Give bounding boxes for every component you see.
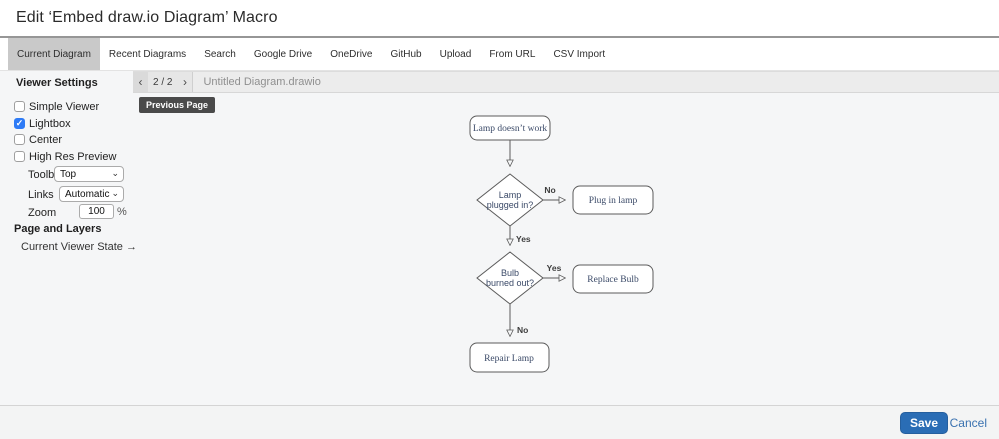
node-decision1 [476,173,544,227]
checkbox-label-high-res-preview: High Res Preview [29,151,117,163]
viewer-settings-heading: Viewer Settings [16,77,98,89]
node-plug-in-lamp-label: Plug in lamp [589,196,638,206]
node-decision2-label-line2: burned out? [486,278,534,288]
zoom-label: Zoom [28,207,57,219]
previous-page-button[interactable]: ‹ [133,72,148,92]
checkmark-icon: ✓ [15,118,24,128]
tab-recent-diagrams[interactable]: Recent Diagrams [108,48,187,60]
chevron-down-icon: ⌄ [111,167,119,178]
save-button[interactable]: Save [899,412,948,434]
links-select-value: Automatic [65,188,110,200]
node-decision1-label-line1: Lamp [499,190,522,200]
diagram-filename: Untitled Diagram.drawio [203,76,321,88]
header-divider [0,36,999,38]
checkbox-center[interactable] [14,134,25,145]
links-select[interactable]: Automatic ⌄ [59,186,124,202]
links-label: Links [28,189,54,201]
node-replace-bulb [572,264,654,294]
node-decision2-label-line1: Bulb [501,268,519,278]
previous-page-tooltip: Previous Page [139,97,216,113]
node-repair-lamp [469,342,550,373]
checkbox-lightbox[interactable]: ✓ [14,118,25,129]
tab-search[interactable]: Search [204,48,236,60]
edge-label-no2: No [517,325,528,335]
tab-onedrive[interactable]: OneDrive [330,48,373,60]
current-viewer-state-link[interactable]: Current Viewer State → [21,241,137,253]
tab-github[interactable]: GitHub [390,48,422,60]
node-start-label: Lamp doesn’t work [473,124,547,134]
edge-label-yes2: Yes [547,263,562,273]
checkbox-label-simple-viewer: Simple Viewer [29,101,100,113]
tab-csv-import[interactable]: CSV Import [553,48,606,60]
next-page-button[interactable]: › [177,72,192,92]
edge-label-no1: No [544,185,555,195]
checkbox-high-res-preview[interactable] [14,151,25,162]
tab-google-drive[interactable]: Google Drive [253,48,313,60]
dialog-footer: Save Cancel [0,405,999,439]
pagebar-separator [192,72,194,92]
node-repair-lamp-label: Repair Lamp [484,354,534,364]
tab-upload[interactable]: Upload [439,48,472,60]
zoom-unit-label: % [117,206,127,218]
cancel-button[interactable]: Cancel [949,416,987,430]
node-decision1-label-line2: plugged in? [487,200,534,210]
tab-from-url[interactable]: From URL [489,48,536,60]
chevron-left-icon: ‹ [138,75,143,89]
toolbar-select[interactable]: Top ⌄ [54,166,124,182]
checkbox-simple-viewer[interactable] [14,101,25,112]
checkbox-label-lightbox: Lightbox [29,118,71,130]
page-nav-group: ‹ 2 / 2 › [133,72,193,92]
node-replace-bulb-label: Replace Bulb [587,275,639,285]
chevron-down-icon: ⌄ [111,187,119,198]
checkbox-label-center: Center [29,134,63,146]
page-indicator: 2 / 2 [153,76,173,88]
node-decision2 [476,251,544,305]
toolbar-select-value: Top [60,168,77,180]
page-and-layers-heading: Page and Layers [14,223,102,235]
zoom-input[interactable] [79,204,114,219]
diagram-preview[interactable]: Lamp doesn’t work Lamp plugged in? No Pl… [440,100,760,390]
edge-label-yes1: Yes [516,234,531,244]
page-title: Edit ‘Embed draw.io Diagram’ Macro [16,9,278,26]
source-tabbar: Current Diagram Recent Diagrams Search G… [0,38,999,71]
tab-current-diagram[interactable]: Current Diagram [8,38,100,70]
dialog-header: Edit ‘Embed draw.io Diagram’ Macro [0,0,999,36]
chevron-right-icon: › [182,75,187,89]
node-plug-in-lamp [572,185,654,215]
node-start [469,115,551,141]
page-navigation-bar: ‹ 2 / 2 › Untitled Diagram.drawio [133,71,999,93]
